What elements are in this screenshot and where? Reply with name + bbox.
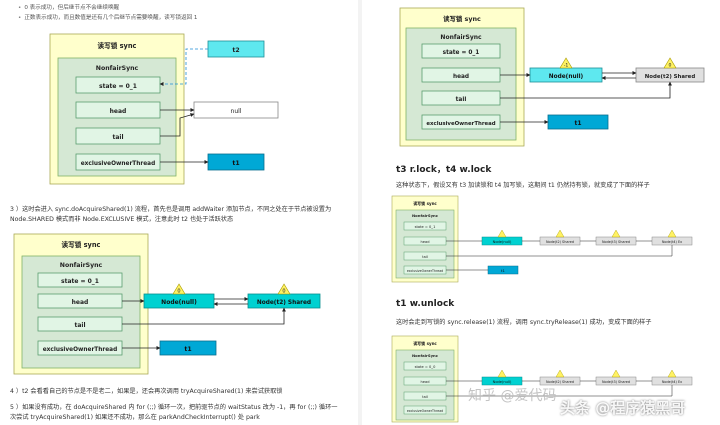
tail-field-1: tail [112,134,123,141]
para-2: 4 ）t2 会看看自己的节点是不是老二，如果是，还会再次调用 tryAcquir… [10,388,283,395]
node-null-5: Node(null) [493,380,512,384]
para-1-line-2: Node.SHARED 模式而非 Node.EXCLUSIVE 模式，注意此时 … [10,216,234,223]
owner-field-4: exclusiveOwnerThread [407,269,443,273]
owner-field-1: exclusiveOwnerThread [81,161,156,167]
head-field-5: head [421,380,430,384]
bullet-2: 正数表示成功，而且数值是还有几个后继节点需要唤醒，读写锁返回 1 [18,15,197,22]
nonfair-label-2: NonfairSync [60,262,103,269]
status-badge-3a: -1 [564,63,569,69]
left-page: 0 表示成功，但后继节点不会继续唤醒 正数表示成功，而且数值是还有几个后继节点需… [0,0,358,425]
para-right-2: 这时会走到写锁的 sync.release(1) 流程，调用 sync.tryR… [396,319,652,326]
status-badge-2a: 0 [177,289,180,295]
null-box-1: null [231,108,242,115]
t2-box-1: t2 [232,47,239,54]
state-field-5: state = 0_0 [415,365,436,369]
para-3-line-1: 5 ）如果没有成功，在 doAcquireShared 内 for (;;) 循… [10,404,338,411]
diagram-right: 读写锁 sync NonfairSync state = 0_1 head ta… [391,7,705,423]
t1-box-4: t1 [501,268,505,273]
node-t2-3: Node(t2) Shared [645,74,696,80]
tail-field-4: tail [422,255,428,259]
state-field-2: state = 0_1 [61,278,99,285]
state-field-1: state = 0_1 [99,83,137,90]
node-t3-4: Node(t3) Shared [602,240,630,244]
tail-field-3: tail [456,97,467,103]
head-field-2: head [72,299,89,306]
node-t3-5: Node(t3) Shared [602,380,630,384]
heading-t3-t4: t3 r.lock，t4 w.lock [396,165,492,175]
head-field-3: head [453,74,469,80]
owner-field-2: exclusiveOwnerThread [43,347,118,353]
tail-field-5: tail [422,395,428,399]
head-field-4: head [421,240,430,244]
node-null-3: Node(null) [549,74,584,80]
state-field-3: state = 0_1 [443,50,480,56]
para-1-line-1: 3 ）这时会进入 sync.doAcquireShared(1) 流程，首先也是… [10,206,332,213]
para-3-line-2: 次尝试 tryAcquireShared(1) 如果还不成功，那么在 parkA… [10,414,260,421]
diagram-left-1: 读写锁 sync NonfairSync state = 0_1 head ta… [13,33,321,375]
lock-label-5: 读写锁 sync [413,340,437,346]
tail-field-2: tail [74,322,85,329]
nonfair-label-5: NonfairSync [412,353,438,358]
nonfair-label-4: NonfairSync [412,213,438,218]
nonfair-label-3: NonfairSync [440,34,482,41]
node-t2-5: Node(t2) Shared [546,380,574,384]
state-field-4: state = 0_1 [415,225,436,229]
t1-box-1: t1 [232,160,239,167]
bullet-1: 0 表示成功，但后继节点不会继续唤醒 [18,5,119,12]
status-badge-3b: 0 [669,63,672,69]
node-t4-5: Node(t4) Ex [662,380,682,384]
node-t2-4: Node(t2) Shared [546,240,574,244]
head-field-1: head [110,108,127,115]
watermark-zhihu: 知乎 @爱代码 [468,388,557,404]
node-t4-4: Node(t4) Ex [662,240,682,244]
watermark-toutiao: 头条 @程序猿黑哥 [560,399,686,417]
para-right-1: 这种状态下，假设又有 t3 加读锁和 t4 加写锁，这期间 t1 仍然持有锁，就… [396,182,650,189]
lock-label-1: 读写锁 sync [98,41,137,50]
nonfair-label-1: NonfairSync [96,65,139,72]
right-page: 读写锁 sync NonfairSync state = 0_1 head ta… [362,0,720,425]
node-null-4: Node(null) [493,240,512,244]
node-t2-2: Node(t2) Shared [257,300,311,306]
lock-label-3: 读写锁 sync [443,14,481,23]
lock-label-4: 读写锁 sync [413,200,437,206]
status-badge-2b: 0 [282,289,285,295]
lock-label-2: 读写锁 sync [62,240,101,249]
owner-field-5: exclusiveOwnerThread [407,409,443,413]
t1-box-3: t1 [574,120,581,127]
t1-box-2: t1 [184,346,191,353]
node-null-2: Node(null) [161,299,197,306]
heading-t1-unlock: t1 w.unlock [396,299,455,309]
owner-field-3: exclusiveOwnerThread [426,121,495,127]
